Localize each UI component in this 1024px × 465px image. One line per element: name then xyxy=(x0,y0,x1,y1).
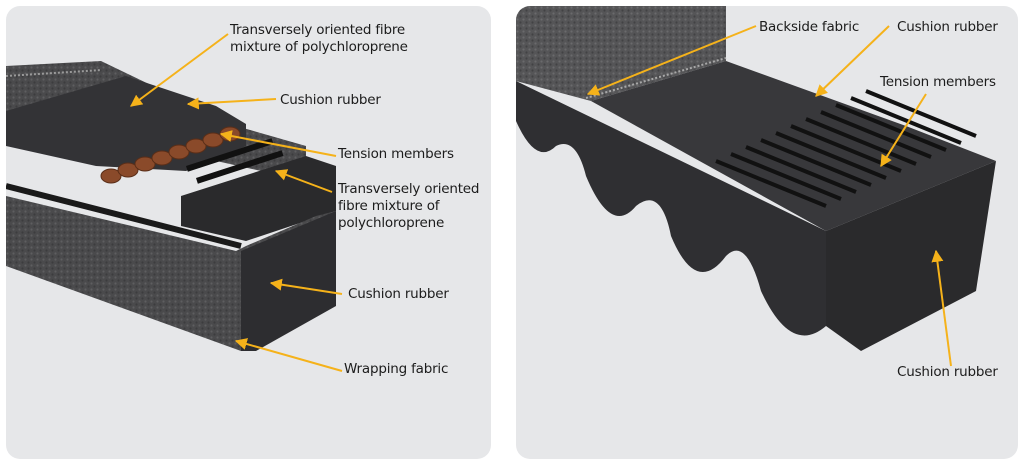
belt-front-face xyxy=(826,161,996,351)
cogged-body xyxy=(516,81,826,336)
label-cushion-rubber-lower: Cushion rubber xyxy=(348,286,449,302)
label-fibre-lower: Transversely oriented fibre mixture of p… xyxy=(338,181,480,231)
label-backside-fabric: Backside fabric xyxy=(759,19,860,35)
cogged-belt-illustration xyxy=(516,6,996,367)
label-cushion-rubber-top: Cushion rubber xyxy=(280,92,381,108)
left-diagram-panel: Transversely oriented fibre mixture of p… xyxy=(6,6,491,459)
label-cushion-rubber-bottom: Cushion rubber xyxy=(897,364,998,380)
label-fibre-top: Transversely oriented fibre mixture of p… xyxy=(230,22,408,55)
label-wrapping-fabric: Wrapping fabric xyxy=(344,361,449,377)
right-diagram-panel: Backside fabric Cushion rubber Tension m… xyxy=(516,6,1018,459)
label-tension-members: Tension members xyxy=(338,146,454,162)
belt-front-face xyxy=(241,211,336,351)
upper-fibre-layer xyxy=(181,156,336,241)
label-cushion-rubber-top: Cushion rubber xyxy=(897,19,998,35)
label-tension-members: Tension members xyxy=(880,74,996,90)
belt-top-surface xyxy=(591,61,996,231)
vbelt-illustration xyxy=(6,33,343,372)
belt-body xyxy=(6,196,336,351)
backside-fabric xyxy=(516,6,726,101)
